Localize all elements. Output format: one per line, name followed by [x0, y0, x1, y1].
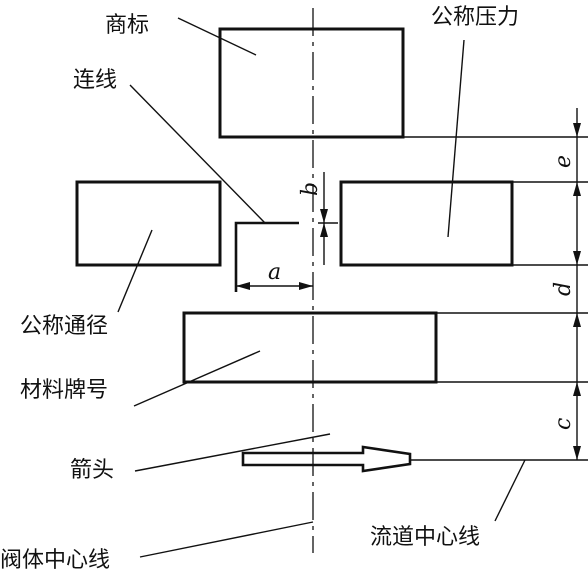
- dim-b-arrow-top: [320, 209, 328, 223]
- dim-b-label: b: [298, 182, 323, 196]
- label-arrow: 箭头: [70, 458, 114, 483]
- dim-a-arrow-left: [236, 282, 250, 290]
- leader-material-grade: [133, 350, 261, 407]
- flow-arrow-shape: [241, 445, 412, 473]
- dim-e-arrow-top: [573, 123, 581, 137]
- label-nominal-diameter: 公称通径: [20, 314, 108, 339]
- dim-d-arrow-top: [573, 251, 581, 265]
- material-grade-box: [182, 311, 438, 384]
- leader-arrow: [134, 433, 331, 472]
- leader-connecting-line: [129, 84, 266, 224]
- dim-c-arrow-top: [573, 382, 581, 396]
- dim-e-arrow-bottom: [573, 182, 581, 196]
- dim-b-arrow-bottom: [320, 223, 328, 237]
- label-flow-centerline: 流道中心线: [370, 525, 480, 550]
- dim-e-label: e: [551, 155, 576, 168]
- dim-a-label: a: [268, 260, 281, 285]
- nominal-pressure-box: [339, 180, 514, 267]
- dim-c-label: c: [551, 418, 576, 430]
- leader-body-centerline: [139, 521, 314, 558]
- dim-c-arrow-bottom: [573, 446, 581, 460]
- leader-nominal-pressure: [447, 39, 465, 238]
- label-connecting-line: 连线: [73, 68, 117, 93]
- label-nominal-pressure: 公称压力: [431, 5, 519, 30]
- dim-d-arrow-bottom: [573, 313, 581, 327]
- leader-nominal-diameter: [117, 229, 153, 313]
- nominal-diameter-box: [75, 180, 222, 267]
- label-body-centerline: 阀体中心线: [0, 548, 110, 573]
- connecting-line-shape: [234, 221, 299, 292]
- label-trademark: 商标: [105, 13, 149, 38]
- dim-d-label: d: [551, 282, 576, 296]
- label-material-grade: 材料牌号: [20, 378, 108, 403]
- dim-a-arrow-right: [299, 282, 313, 290]
- leader-trademark: [177, 17, 257, 56]
- leader-flow-centerline: [494, 459, 526, 522]
- trademark-box: [218, 27, 405, 139]
